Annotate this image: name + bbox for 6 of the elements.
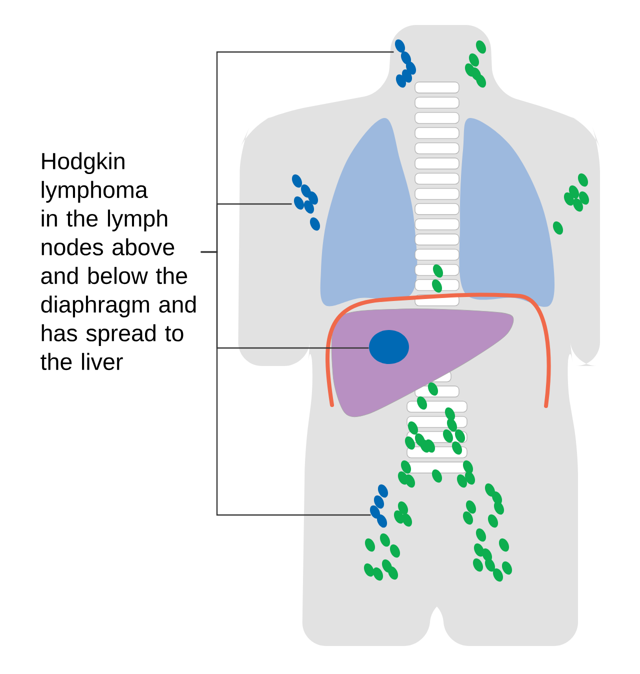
- leader-line: [200, 251, 371, 516]
- caption-text: Hodgkin lymphoma in the lymph nodes above and below the diaphragm and has spread to the liver: [40, 152, 196, 370]
- liver-tumour: [369, 330, 409, 364]
- lymph-node-cluster: [394, 39, 416, 88]
- lymph-node-cluster: [292, 174, 320, 231]
- lymph-node-cluster: [370, 484, 388, 528]
